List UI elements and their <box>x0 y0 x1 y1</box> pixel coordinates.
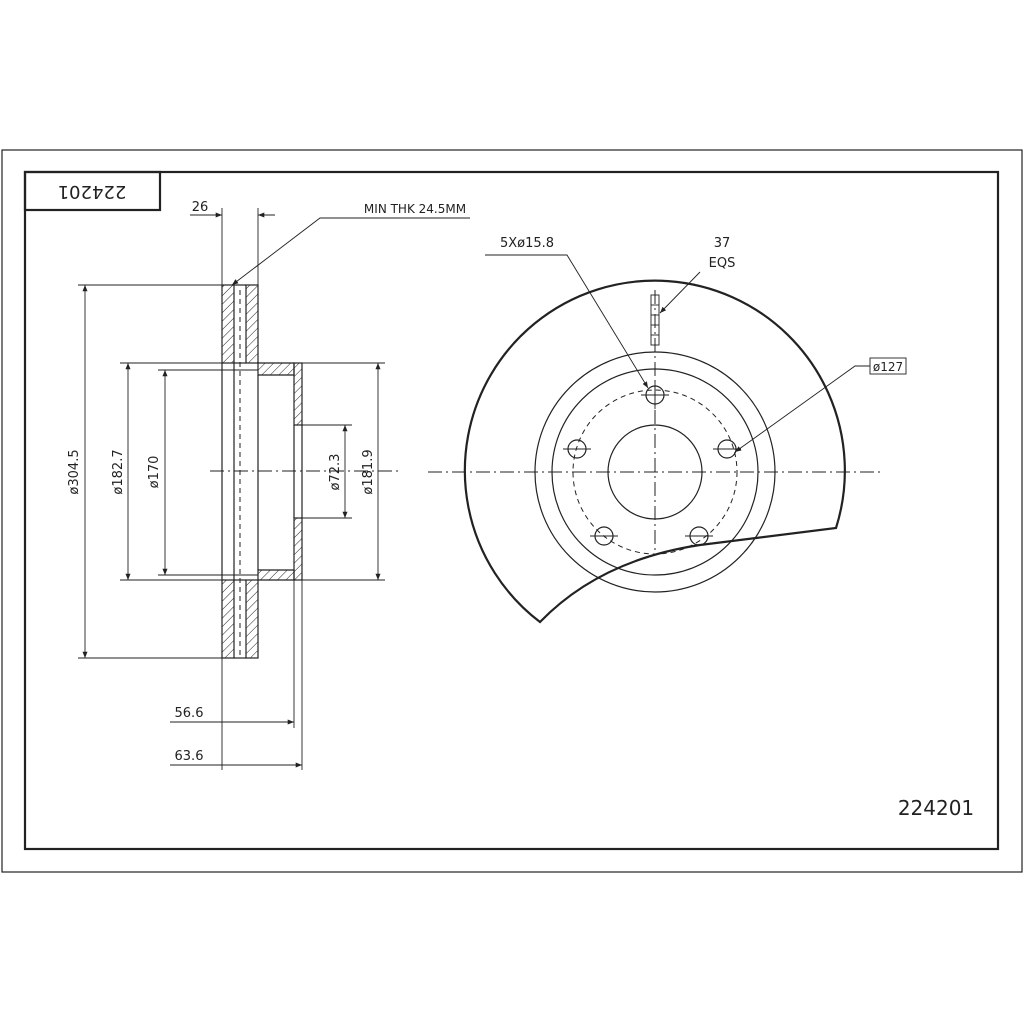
dim-hat-inner: ø170 <box>147 456 162 489</box>
rotor-plate-upper-right <box>245 284 259 364</box>
dim-outer-diameter: ø304.5 <box>67 449 82 494</box>
part-number: 224201 <box>898 796 974 820</box>
rotor-plate-lower-left <box>221 579 235 659</box>
rotor-outer-edge <box>463 279 846 624</box>
hat-wall-lower <box>293 517 303 581</box>
min-thickness-note: MIN THK 24.5MM <box>364 202 466 216</box>
front-view: 5Xø15.8 37 EQS ø127 <box>428 236 907 624</box>
bolt-holes <box>563 381 741 546</box>
inner-frame <box>23 170 1000 851</box>
dim-thickness: 26 <box>192 200 209 215</box>
outer-frame <box>1 149 1023 873</box>
rotated-part-number: 224201 <box>58 181 127 202</box>
dim-offset-a: 56.6 <box>175 706 204 721</box>
rotated-title-box: 224201 <box>23 170 162 212</box>
vent-marks <box>650 294 660 346</box>
dim-offset-b: 63.6 <box>175 749 204 764</box>
dim-hat-outer: ø182.7 <box>111 449 126 494</box>
rotor-plate-upper-left <box>221 284 235 364</box>
bolt-circle-label: ø127 <box>873 360 903 374</box>
dim-center-bore: ø72.3 <box>328 454 343 491</box>
vent-eqs: EQS <box>709 256 736 271</box>
bolt-holes-label: 5Xø15.8 <box>500 236 554 251</box>
side-section-view: ø304.5 ø182.7 ø170 ø72.3 ø181.9 26 MIN T… <box>67 200 470 770</box>
vent-count: 37 <box>714 236 731 251</box>
hat-wall-upper <box>293 362 303 426</box>
rotor-plate-lower-right <box>245 579 259 659</box>
dim-hub-flange: ø181.9 <box>361 449 376 494</box>
